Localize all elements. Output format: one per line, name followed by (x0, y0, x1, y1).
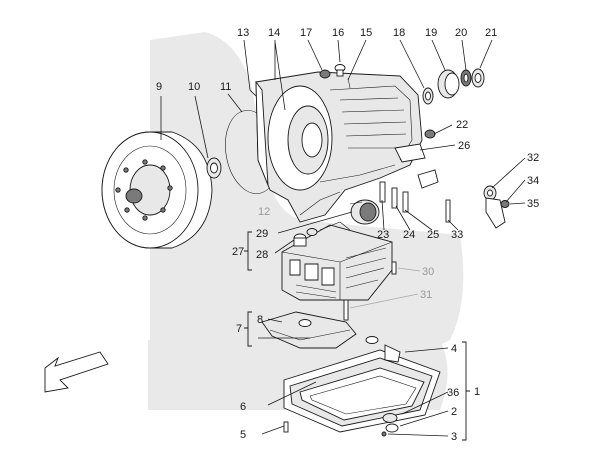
callout-31: 31 (420, 289, 432, 301)
bracket-27 (244, 231, 252, 271)
leader-lines (160, 39, 526, 437)
direction-arrow (44, 351, 109, 393)
torque-converter (101, 131, 213, 249)
callout-18: 18 (393, 27, 405, 39)
top-small-parts (319, 64, 351, 89)
callout-7: 7 (236, 323, 242, 335)
callout-29: 29 (256, 228, 268, 240)
callout-8: 8 (257, 314, 263, 326)
callout-labels: 1 2 3 4 5 6 7 8 9 10 11 12 13 14 15 16 1… (156, 27, 539, 443)
callout-6: 6 (240, 401, 246, 413)
callout-20: 20 (455, 27, 467, 39)
oil-pan (283, 336, 441, 433)
transmission-housing (255, 71, 423, 223)
callout-35: 35 (527, 198, 539, 210)
side-plug-bracket (394, 129, 436, 163)
pins (379, 181, 451, 223)
callout-25: 25 (427, 229, 439, 241)
bracket-1 (462, 341, 470, 441)
callout-33: 33 (451, 229, 463, 241)
callout-32: 32 (527, 152, 539, 164)
callout-12: 12 (258, 206, 270, 218)
callout-15: 15 (360, 27, 372, 39)
seal-ring (206, 157, 222, 179)
callout-5: 5 (240, 429, 246, 441)
callout-34: 34 (527, 175, 539, 187)
callout-10: 10 (188, 81, 200, 93)
callout-21: 21 (485, 27, 497, 39)
callout-17: 17 (300, 27, 312, 39)
callout-4: 4 (451, 343, 457, 355)
callout-1: 1 (474, 386, 480, 398)
valve-body (281, 221, 393, 301)
callout-14: 14 (268, 27, 280, 39)
selector-shaft (417, 169, 510, 229)
drain-plug-parts (283, 413, 399, 437)
callout-16: 16 (332, 27, 344, 39)
callout-19: 19 (425, 27, 437, 39)
callout-36: 36 (447, 387, 459, 399)
bracket-7 (244, 311, 252, 347)
callout-23: 23 (377, 229, 389, 241)
callout-22: 22 (456, 119, 468, 131)
callout-9: 9 (156, 81, 162, 93)
oil-filter (261, 311, 357, 349)
callout-2: 2 (451, 406, 457, 418)
callout-24: 24 (403, 229, 415, 241)
callout-27: 27 (232, 246, 244, 258)
rear-seals-flange (422, 68, 485, 105)
callout-28: 28 (256, 249, 268, 261)
callout-11: 11 (220, 81, 231, 93)
callout-30: 30 (422, 266, 434, 278)
callout-13: 13 (237, 27, 249, 39)
callout-26: 26 (458, 140, 470, 152)
valve-bolts (343, 261, 397, 321)
filter-cartridge (349, 199, 380, 225)
callout-3: 3 (451, 431, 457, 443)
